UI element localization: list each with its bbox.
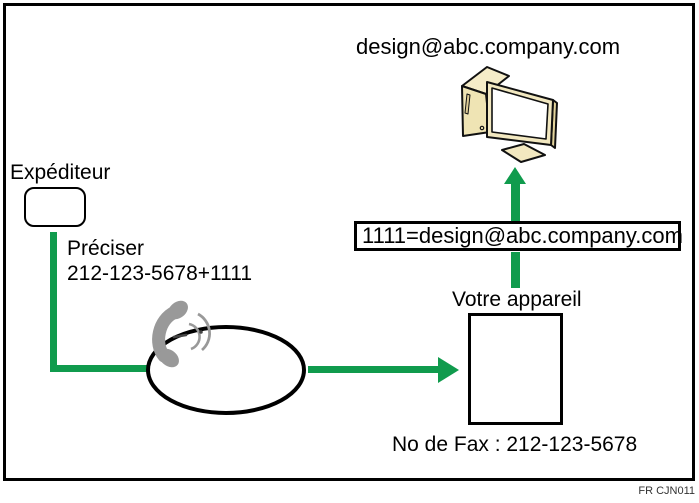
sound-dash — [172, 333, 188, 339]
dial-instruction-line1: Préciser — [67, 237, 145, 260]
telephone-network-ellipse — [146, 325, 306, 415]
computer-power-button — [479, 125, 485, 131]
fax-number-label: No de Fax : 212-123-5678 — [392, 433, 638, 456]
line-network-to-machine — [308, 366, 439, 373]
routing-rule-text: 1111=design@abc.company.com — [362, 223, 683, 248]
line-sender-to-network — [50, 365, 147, 372]
monitor-screen — [491, 87, 549, 140]
arrow-up-to-computer-shaft — [511, 183, 520, 222]
handset-mouthpiece — [159, 348, 179, 368]
dial-instruction-line2: 212-123-5678+1111 — [67, 262, 253, 285]
dial-instruction: Préciser 212-123-5678+1111 — [67, 236, 252, 286]
line-machine-to-routing-box — [511, 252, 520, 288]
arrow-to-machine-head — [438, 357, 459, 383]
computer-base — [501, 143, 546, 163]
handset-earpiece — [168, 300, 188, 320]
recipient-email-label: design@abc.company.com — [356, 34, 621, 59]
line-sender-down — [50, 232, 57, 372]
computer-tower-slot — [464, 93, 471, 115]
sender-label: Expéditeur — [10, 161, 111, 184]
computer-icon — [461, 66, 558, 163]
sender-document-box — [24, 187, 86, 227]
sound-wave-small — [188, 322, 201, 351]
routing-rule-box: 1111=design@abc.company.com — [354, 221, 683, 251]
figure-code: FR CJN011 — [638, 485, 695, 497]
sound-wave-large — [197, 312, 211, 352]
telephone-handset-icon — [152, 300, 211, 368]
fax-machine-box — [468, 313, 563, 425]
machine-label: Votre appareil — [452, 288, 582, 311]
arrow-up-to-computer-head — [504, 167, 526, 184]
sound-dot — [199, 330, 203, 334]
